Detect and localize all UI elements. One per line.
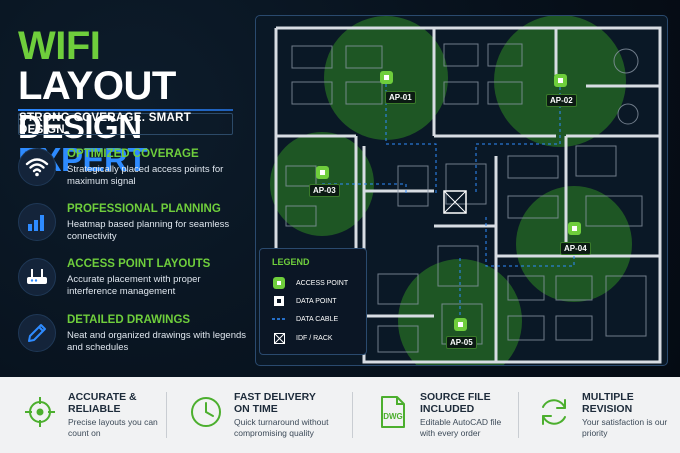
idf-rack-icon: [272, 332, 286, 344]
clock-icon: [188, 394, 224, 430]
feature-title: PROFESSIONAL PLANNING: [67, 203, 221, 215]
data-point-icon: [272, 295, 286, 307]
feature-title: ACCESS POINT LAYOUTS: [67, 258, 211, 270]
idf-rack: [443, 190, 467, 214]
feature-desc: Heatmap based planning for seamless conn…: [67, 219, 230, 242]
feature-detailed-drawings: DETAILED DRAWINGS Neat and organized dra…: [18, 314, 248, 364]
divider: [518, 392, 519, 438]
feature-title: DETAILED DRAWINGS: [67, 314, 191, 326]
ap-label: AP-03: [309, 184, 340, 197]
legend-item: DATA POINT: [272, 294, 366, 308]
ap-label: AP-01: [385, 91, 416, 104]
floor-plan: AP-01 AP-02 AP-03 AP-04 AP-05: [255, 15, 668, 366]
feature-desc: Neat and organized drawings with legends…: [67, 330, 247, 353]
title-wifi: WIFI: [18, 24, 101, 68]
benefit-accurate: ACCURATE & RELIABLE Precise layouts you …: [0, 377, 170, 453]
benefits-strip: ACCURATE & RELIABLE Precise layouts you …: [0, 377, 680, 453]
target-icon: [22, 394, 58, 430]
benefit-title: SOURCE FILE INCLUDED: [420, 391, 491, 415]
benefit-multiple-revision: MULTIPLE REVISION Your satisfaction is o…: [514, 377, 680, 453]
legend-item: ACCESS POINT: [272, 276, 366, 290]
divider: [166, 392, 167, 438]
benefit-source-file: DWG SOURCE FILE INCLUDED Editable AutoCA…: [352, 377, 522, 453]
benefit-desc: Quick turnaround without compromising qu…: [234, 417, 329, 438]
floor-plan-drawing: [270, 16, 662, 365]
svg-text:DWG: DWG: [383, 412, 403, 421]
tagline: STRONG COVERAGE. SMART DESIGN.: [18, 112, 233, 136]
feature-desc: Strategically placed access points for m…: [67, 164, 224, 187]
title-divider: [18, 109, 233, 111]
feature-optimized-coverage: OPTIMIZED COVERAGE Strategically placed …: [18, 148, 248, 198]
router-icon: [18, 258, 56, 296]
feature-title: OPTIMIZED COVERAGE: [67, 148, 199, 160]
benefit-desc: Precise layouts you can count on: [68, 417, 158, 438]
pencil-icon: [18, 314, 56, 352]
wifi-icon: [18, 148, 56, 186]
divider: [352, 392, 353, 438]
feature-desc: Accurate placement with proper interfere…: [67, 274, 201, 297]
access-point-icon: [568, 222, 581, 235]
access-point-icon: [316, 166, 329, 179]
data-cables: [322, 78, 575, 321]
legend-item: DATA CABLE: [272, 312, 366, 326]
benefit-desc: Your satisfaction is our priority: [582, 417, 668, 438]
refresh-icon: [536, 394, 572, 430]
feature-access-point-layouts: ACCESS POINT LAYOUTS Accurate placement …: [18, 258, 248, 308]
dwg-file-icon: DWG: [374, 394, 410, 430]
access-point-icon: [272, 277, 286, 289]
benefit-desc: Editable AutoCAD file with every order: [420, 417, 502, 438]
access-point-icon: [554, 74, 567, 87]
access-point-icon: [454, 318, 467, 331]
data-cable-icon: [272, 313, 286, 325]
benefit-title: MULTIPLE REVISION: [582, 391, 634, 415]
ap-label: AP-02: [546, 94, 577, 107]
access-point-icon: [380, 71, 393, 84]
ap-label: AP-05: [446, 336, 477, 349]
benefit-title: FAST DELIVERY ON TIME: [234, 391, 316, 415]
benefit-title: ACCURATE & RELIABLE: [68, 391, 137, 415]
feature-professional-planning: PROFESSIONAL PLANNING Heatmap based plan…: [18, 203, 248, 253]
title-layout: LAYOUT: [18, 64, 176, 108]
legend-item: IDF / RACK: [272, 331, 366, 345]
ap-label: AP-04: [560, 242, 591, 255]
legend: LEGEND ACCESS POINT DATA POINT DATA CABL…: [259, 248, 367, 355]
signal-bars-icon: [18, 203, 56, 241]
legend-title: LEGEND: [272, 257, 310, 267]
title-design: DESIGN: [18, 108, 142, 145]
benefit-fast-delivery: FAST DELIVERY ON TIME Quick turnaround w…: [166, 377, 336, 453]
